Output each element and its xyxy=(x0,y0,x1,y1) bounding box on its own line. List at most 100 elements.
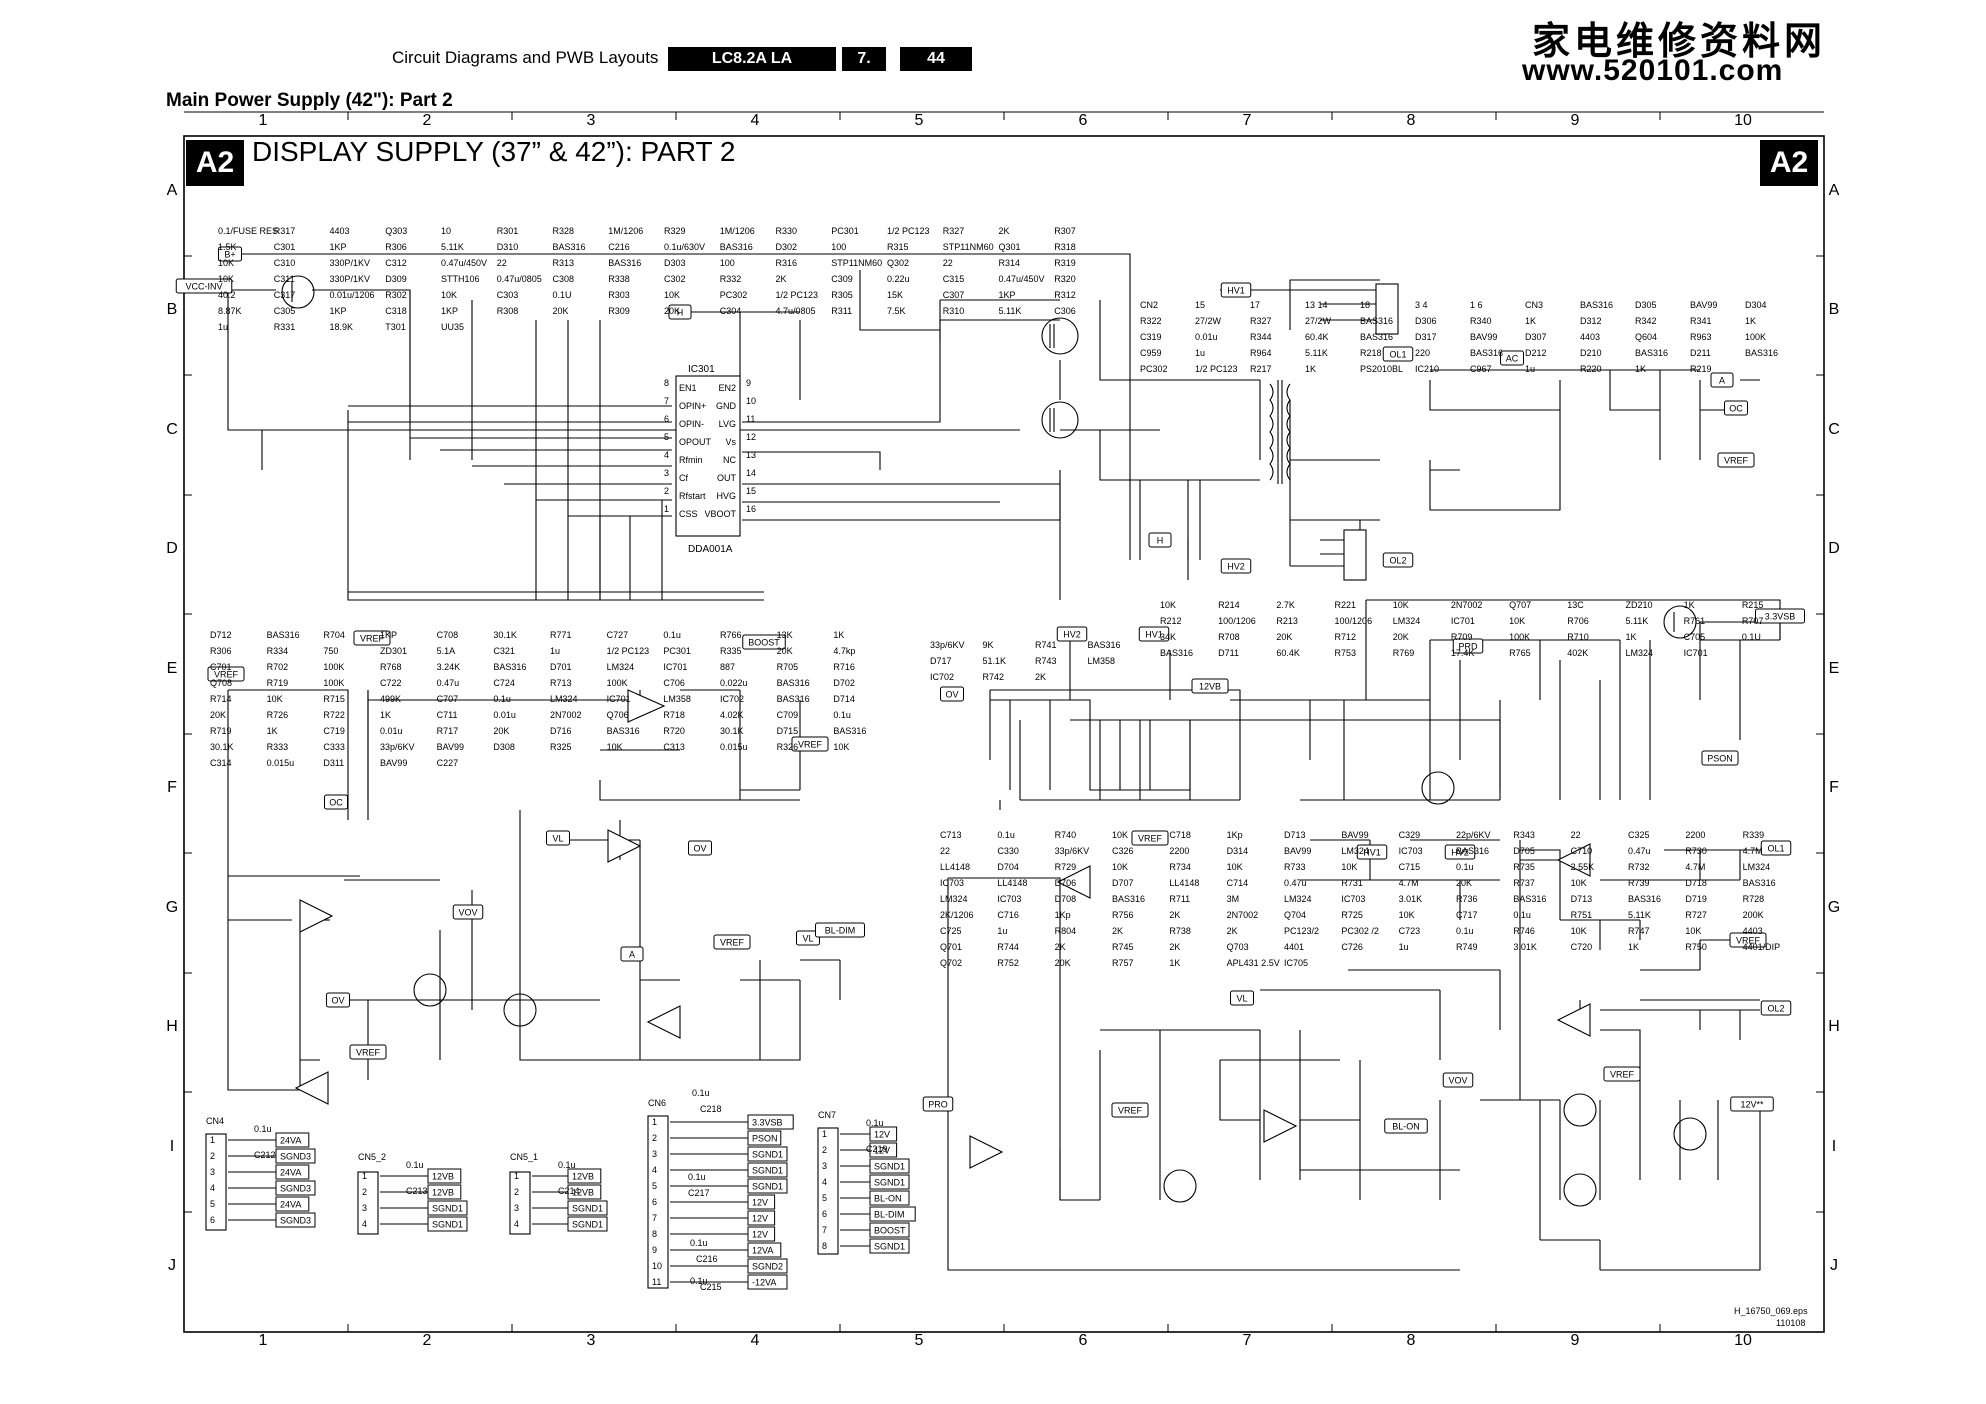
component-label: 27/2W xyxy=(1195,316,1222,326)
grid-row-label: F xyxy=(167,779,177,796)
component-label: C711 xyxy=(437,710,458,720)
net-flag-text: OC xyxy=(329,798,343,808)
connector-cap: C216 xyxy=(696,1254,718,1264)
component-label: C306 xyxy=(1054,306,1076,316)
grid-col-label: 4 xyxy=(750,1332,760,1349)
grid-col-label: 8 xyxy=(1406,1332,1416,1349)
mosfet-q707 xyxy=(1421,771,1455,805)
component-label: R730 xyxy=(1685,846,1707,856)
component-label: 1u xyxy=(550,646,560,656)
connector-pin-number: 1 xyxy=(210,1135,215,1145)
component-label: R340 xyxy=(1470,316,1492,326)
component-label: LL4148 xyxy=(1169,878,1199,888)
net-flag: 12VB xyxy=(1191,678,1229,694)
grid-col-label: 2 xyxy=(422,112,432,129)
grid-row-label: D xyxy=(1828,540,1840,557)
component-label: R761 xyxy=(1684,616,1706,626)
component-label: D711 xyxy=(1218,648,1239,658)
header-section: 7. xyxy=(842,47,886,71)
grid-col-label: 1 xyxy=(258,1332,268,1349)
component-label: R709 xyxy=(1451,632,1473,642)
cn5-1-body xyxy=(509,1171,531,1235)
ic301-pin-name: CSS xyxy=(679,509,698,519)
component-label: R745 xyxy=(1112,942,1134,952)
component-label: 10K xyxy=(1341,862,1357,872)
component-label: 2K xyxy=(1169,942,1180,952)
component-label: 3 4 xyxy=(1415,300,1428,310)
connector-cap: 0.1u xyxy=(688,1172,706,1182)
component-label: 1/2 PC123 xyxy=(607,646,650,656)
component-label: R325 xyxy=(550,742,572,752)
component-label: 17 xyxy=(1250,300,1260,310)
ic301-pin-number: 3 xyxy=(664,468,669,478)
component-label: 20K xyxy=(553,306,569,316)
opamp-ic701-b xyxy=(607,829,642,863)
component-label: D714 xyxy=(833,694,855,704)
component-label: 18 xyxy=(1360,300,1370,310)
component-label: 10K xyxy=(1685,926,1701,936)
net-flag-text: VREF xyxy=(720,938,745,948)
component-label: R305 xyxy=(831,290,853,300)
grid-col-label: 2 xyxy=(422,1332,432,1349)
component-label: Q303 xyxy=(385,226,407,236)
component-label: R327 xyxy=(943,226,965,236)
net-flag-text: PSON xyxy=(1707,754,1733,764)
component-label: R315 xyxy=(887,242,909,252)
net-flag: HV2 xyxy=(1444,844,1476,860)
ic301-pin-name: GND xyxy=(716,401,737,411)
component-label: 100/1206 xyxy=(1218,616,1256,626)
component-label: Q604 xyxy=(1635,332,1657,342)
component-label: 3.01K xyxy=(1513,942,1537,952)
component-label: R302 xyxy=(385,290,407,300)
net-flag-text: PRO xyxy=(928,1100,948,1110)
component-label: 10K xyxy=(1112,830,1128,840)
component-label: C709 xyxy=(777,710,799,720)
component-label: R319 xyxy=(1054,258,1076,268)
opto-region-wiring xyxy=(1230,599,1781,801)
component-label: 0.47u/0805 xyxy=(497,274,542,284)
component-label: 4.7u/0805 xyxy=(776,306,816,316)
connector-pin-number: 3 xyxy=(210,1167,215,1177)
component-label: IC702 xyxy=(930,672,954,682)
component-label: 1Kp xyxy=(1055,910,1071,920)
net-flag: VREF xyxy=(1603,1066,1641,1082)
lower-left-wiring xyxy=(227,689,841,1091)
component-label: 33p/6KV xyxy=(380,742,415,752)
net-flag-text: 3.3VSB xyxy=(1765,612,1796,622)
op-amps xyxy=(294,689,1591,1169)
component-label: C726 xyxy=(1341,942,1363,952)
opamp-ic702-a xyxy=(646,1005,681,1039)
component-label: 0.015u xyxy=(720,742,748,752)
connector-pin-number: 3 xyxy=(362,1203,367,1213)
component-label: 4.7M xyxy=(1743,846,1763,856)
component-label: CN3 xyxy=(1525,300,1543,310)
net-flag: HV2 xyxy=(1056,626,1088,642)
mosfet-q708 xyxy=(413,973,447,1007)
component-label: 1K xyxy=(1628,942,1639,952)
component-label: 1K xyxy=(1169,958,1180,968)
component-label: 15 xyxy=(1195,300,1205,310)
component-label: R704 xyxy=(323,630,345,640)
ic301-pin-number: 6 xyxy=(664,414,669,424)
component-label: Q706 xyxy=(607,710,629,720)
component-label: 330P/1KV xyxy=(330,274,371,284)
transistor-q303 xyxy=(281,275,315,309)
component-label: BAS316 xyxy=(553,242,586,252)
connector-pin-label: BL-DIM xyxy=(874,1210,905,1220)
component-label: 1u xyxy=(997,926,1007,936)
component-label: D304 xyxy=(1745,300,1767,310)
component-label: 0.01u xyxy=(493,710,516,720)
component-label: R706 xyxy=(1567,616,1589,626)
component-label: 0.022u xyxy=(720,678,748,688)
component-label: C713 xyxy=(940,830,962,840)
component-label: C318 xyxy=(385,306,407,316)
component-label: APL431 2.5V xyxy=(1227,958,1280,968)
component-label: D211 xyxy=(1690,348,1711,358)
component-label: 0.1u xyxy=(493,694,511,704)
net-flag: HV1 xyxy=(1356,844,1388,860)
component-label: D311 xyxy=(323,758,344,768)
component-label: R314 xyxy=(999,258,1021,268)
component-label: C307 xyxy=(943,290,965,300)
component-label: 1M/1206 xyxy=(720,226,755,236)
